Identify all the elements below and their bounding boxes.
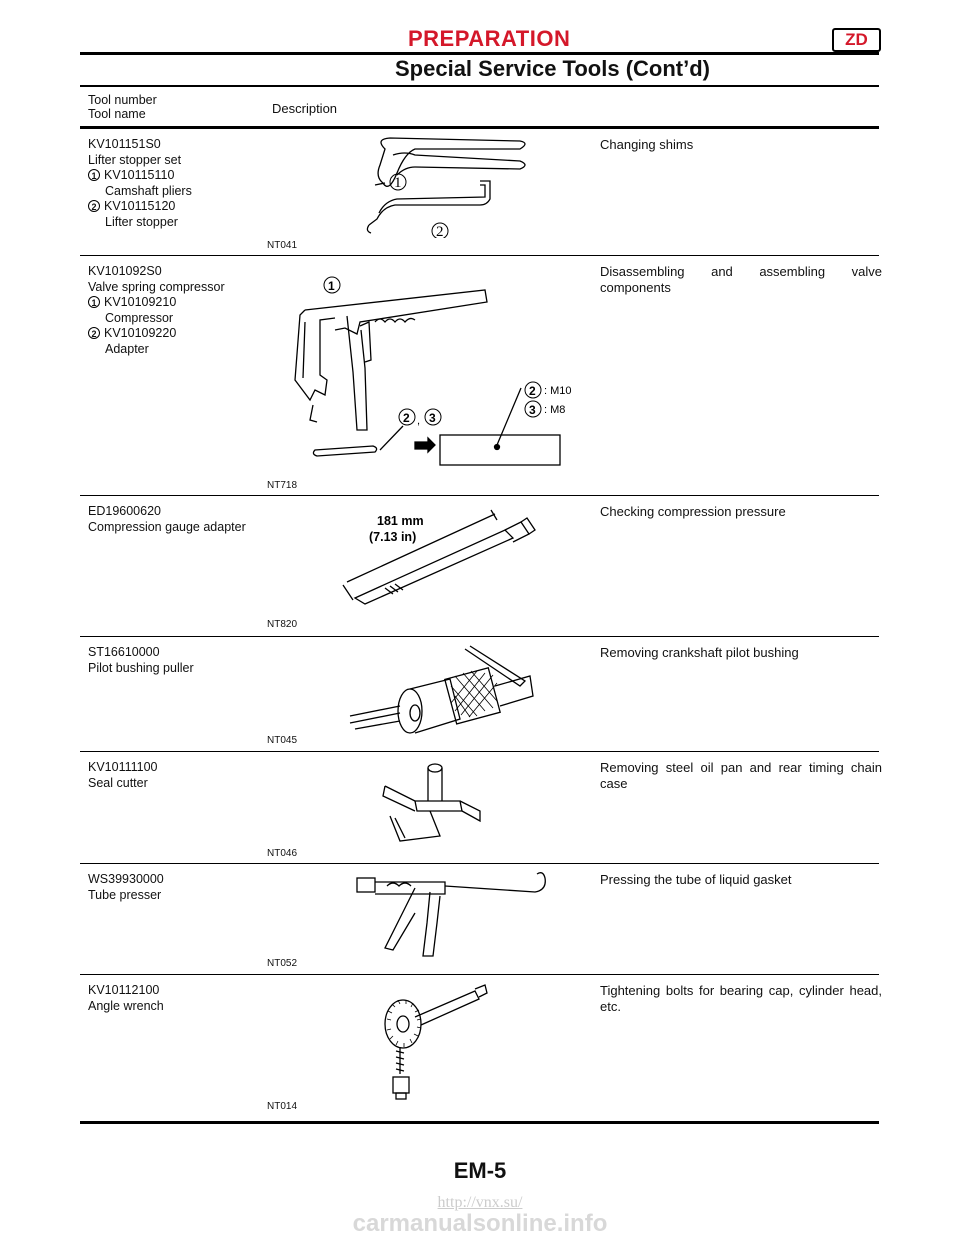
part-number: KV10109220 bbox=[104, 326, 177, 341]
tool-cell: KV10111100 Seal cutter bbox=[88, 760, 268, 791]
part-name: Adapter bbox=[105, 341, 149, 356]
length-in-label: (7.13 in) bbox=[369, 530, 416, 544]
description: Removing steel oil pan and rear timing c… bbox=[600, 760, 882, 791]
part-name: Camshaft pliers bbox=[105, 183, 192, 198]
page-number: EM-5 bbox=[453, 1158, 507, 1183]
table-row: ST16610000 Pilot bushing puller NT045 Re… bbox=[80, 637, 879, 752]
table-row: WS39930000 Tube presser NT052 Pressing t… bbox=[80, 864, 879, 975]
table-row: KV10111100 Seal cutter NT046 Removing st… bbox=[80, 752, 882, 864]
tool-name: Tube presser bbox=[88, 887, 162, 902]
figure-code: NT014 bbox=[267, 1101, 298, 1112]
figure-code: NT045 bbox=[267, 735, 298, 746]
tool-number: KV10112100 bbox=[88, 983, 160, 997]
valve-spring-compressor-illustration: 1 2 3 2 3 , : M10 : M8 bbox=[294, 276, 572, 466]
figure-code: NT052 bbox=[267, 958, 298, 969]
description: Changing shims bbox=[600, 137, 694, 152]
tube-presser-illustration bbox=[356, 872, 546, 957]
col-tool-header-line2: Tool name bbox=[88, 107, 146, 121]
description: Pressing the tube of liquid gasket bbox=[600, 872, 792, 887]
tool-illustration: 1 2 3 2 3 , : M10 : M8 bbox=[265, 260, 595, 475]
part-number: KV10115110 bbox=[104, 168, 175, 183]
tool-name: Pilot bushing puller bbox=[88, 660, 194, 675]
tool-name: Lifter stopper set bbox=[88, 152, 182, 167]
tool-name: Angle wrench bbox=[88, 998, 164, 1013]
engine-badge: ZD bbox=[832, 28, 881, 52]
tool-number: ED19600620 bbox=[88, 504, 161, 518]
header-rule bbox=[80, 52, 879, 55]
part-name: Compressor bbox=[105, 310, 174, 325]
angle-wrench-illustration bbox=[384, 984, 488, 1100]
description: Checking compression pressure bbox=[600, 504, 786, 519]
svg-text:3: 3 bbox=[529, 403, 536, 417]
col-tool-header-line1: Tool number bbox=[88, 93, 157, 107]
table-row: KV10112100 Angle wrench NT014 Tightening… bbox=[80, 975, 882, 1124]
seal-cutter-illustration bbox=[382, 763, 481, 842]
figure-code: NT046 bbox=[267, 848, 298, 859]
tool-illustration bbox=[265, 641, 595, 736]
table-row: KV101151S0 Lifter stopper set 1 KV1011511… bbox=[80, 129, 879, 256]
tool-cell: KV101151S0 Lifter stopper set 1 KV1011511… bbox=[88, 137, 268, 231]
description: Tightening bolts for bearing cap, cylind… bbox=[600, 983, 882, 1014]
callout-m8: : M8 bbox=[544, 404, 565, 416]
part-name: Lifter stopper bbox=[105, 214, 178, 229]
watermark: carmanualsonline.info bbox=[352, 1210, 608, 1237]
description: Removing crankshaft pilot bushing bbox=[600, 645, 799, 660]
part-number: KV10115120 bbox=[104, 199, 176, 214]
svg-text:2: 2 bbox=[403, 411, 410, 425]
col-desc-header: Description bbox=[272, 101, 338, 116]
tool-cell: ST16610000 Pilot bushing puller bbox=[88, 645, 268, 676]
part-number: KV10109210 bbox=[104, 295, 177, 310]
circled-number-icon: 1 bbox=[88, 169, 100, 182]
table-header-rule bbox=[80, 126, 879, 129]
tool-name: Compression gauge adapter bbox=[88, 519, 246, 534]
figure-code: NT718 bbox=[267, 480, 298, 491]
description: Disassembling and assembling valve compo… bbox=[600, 264, 882, 295]
tool-number: ST16610000 bbox=[88, 645, 160, 659]
section-title: PREPARATION bbox=[408, 26, 571, 51]
compression-gauge-adapter-illustration: 181 mm (7.13 in) bbox=[342, 509, 536, 605]
tool-cell: WS39930000 Tube presser bbox=[88, 872, 268, 903]
svg-text:1: 1 bbox=[328, 279, 335, 293]
svg-text:2: 2 bbox=[529, 384, 536, 398]
table-row: ED19600620 Compression gauge adapter 181… bbox=[80, 496, 879, 637]
length-mm-label: 181 mm bbox=[377, 514, 424, 528]
callout-separator: , bbox=[417, 415, 420, 427]
tool-number: KV10111100 bbox=[88, 760, 158, 774]
callout-label: 2 bbox=[436, 224, 444, 238]
figure-code: NT820 bbox=[267, 619, 298, 630]
callout-m10: : M10 bbox=[544, 385, 572, 397]
tool-cell: KV10112100 Angle wrench bbox=[88, 983, 268, 1014]
pilot-bushing-puller-illustration bbox=[349, 645, 534, 734]
circled-number-icon: 2 bbox=[88, 200, 100, 213]
tool-cell: ED19600620 Compression gauge adapter bbox=[88, 504, 268, 535]
tool-illustration: 1 2 bbox=[265, 133, 595, 238]
circled-number-icon: 2 bbox=[88, 327, 100, 340]
tool-number: KV101092S0 bbox=[88, 264, 162, 278]
tool-number: KV101151S0 bbox=[88, 137, 161, 151]
tool-illustration bbox=[265, 868, 595, 963]
tool-illustration: 181 mm (7.13 in) bbox=[265, 500, 595, 615]
callout-label: 1 bbox=[394, 175, 402, 191]
svg-text:3: 3 bbox=[429, 411, 436, 425]
tool-name: Seal cutter bbox=[88, 775, 148, 790]
figure-code: NT041 bbox=[267, 240, 298, 251]
tool-number: WS39930000 bbox=[88, 872, 164, 886]
col-tool-header: Tool number Tool name bbox=[88, 93, 157, 121]
tool-name: Valve spring compressor bbox=[88, 279, 225, 294]
table-header: Tool number Tool name Description bbox=[80, 93, 879, 127]
tool-illustration bbox=[265, 756, 595, 851]
camshaft-pliers-illustration: 1 2 bbox=[366, 137, 526, 238]
footer-link[interactable]: http://vnx.su/ bbox=[437, 1194, 523, 1211]
header-rule-bottom bbox=[80, 85, 879, 87]
circled-number-icon: 1 bbox=[88, 296, 100, 309]
page-title: Special Service Tools (Cont’d) bbox=[395, 56, 710, 81]
tool-illustration bbox=[265, 979, 595, 1109]
